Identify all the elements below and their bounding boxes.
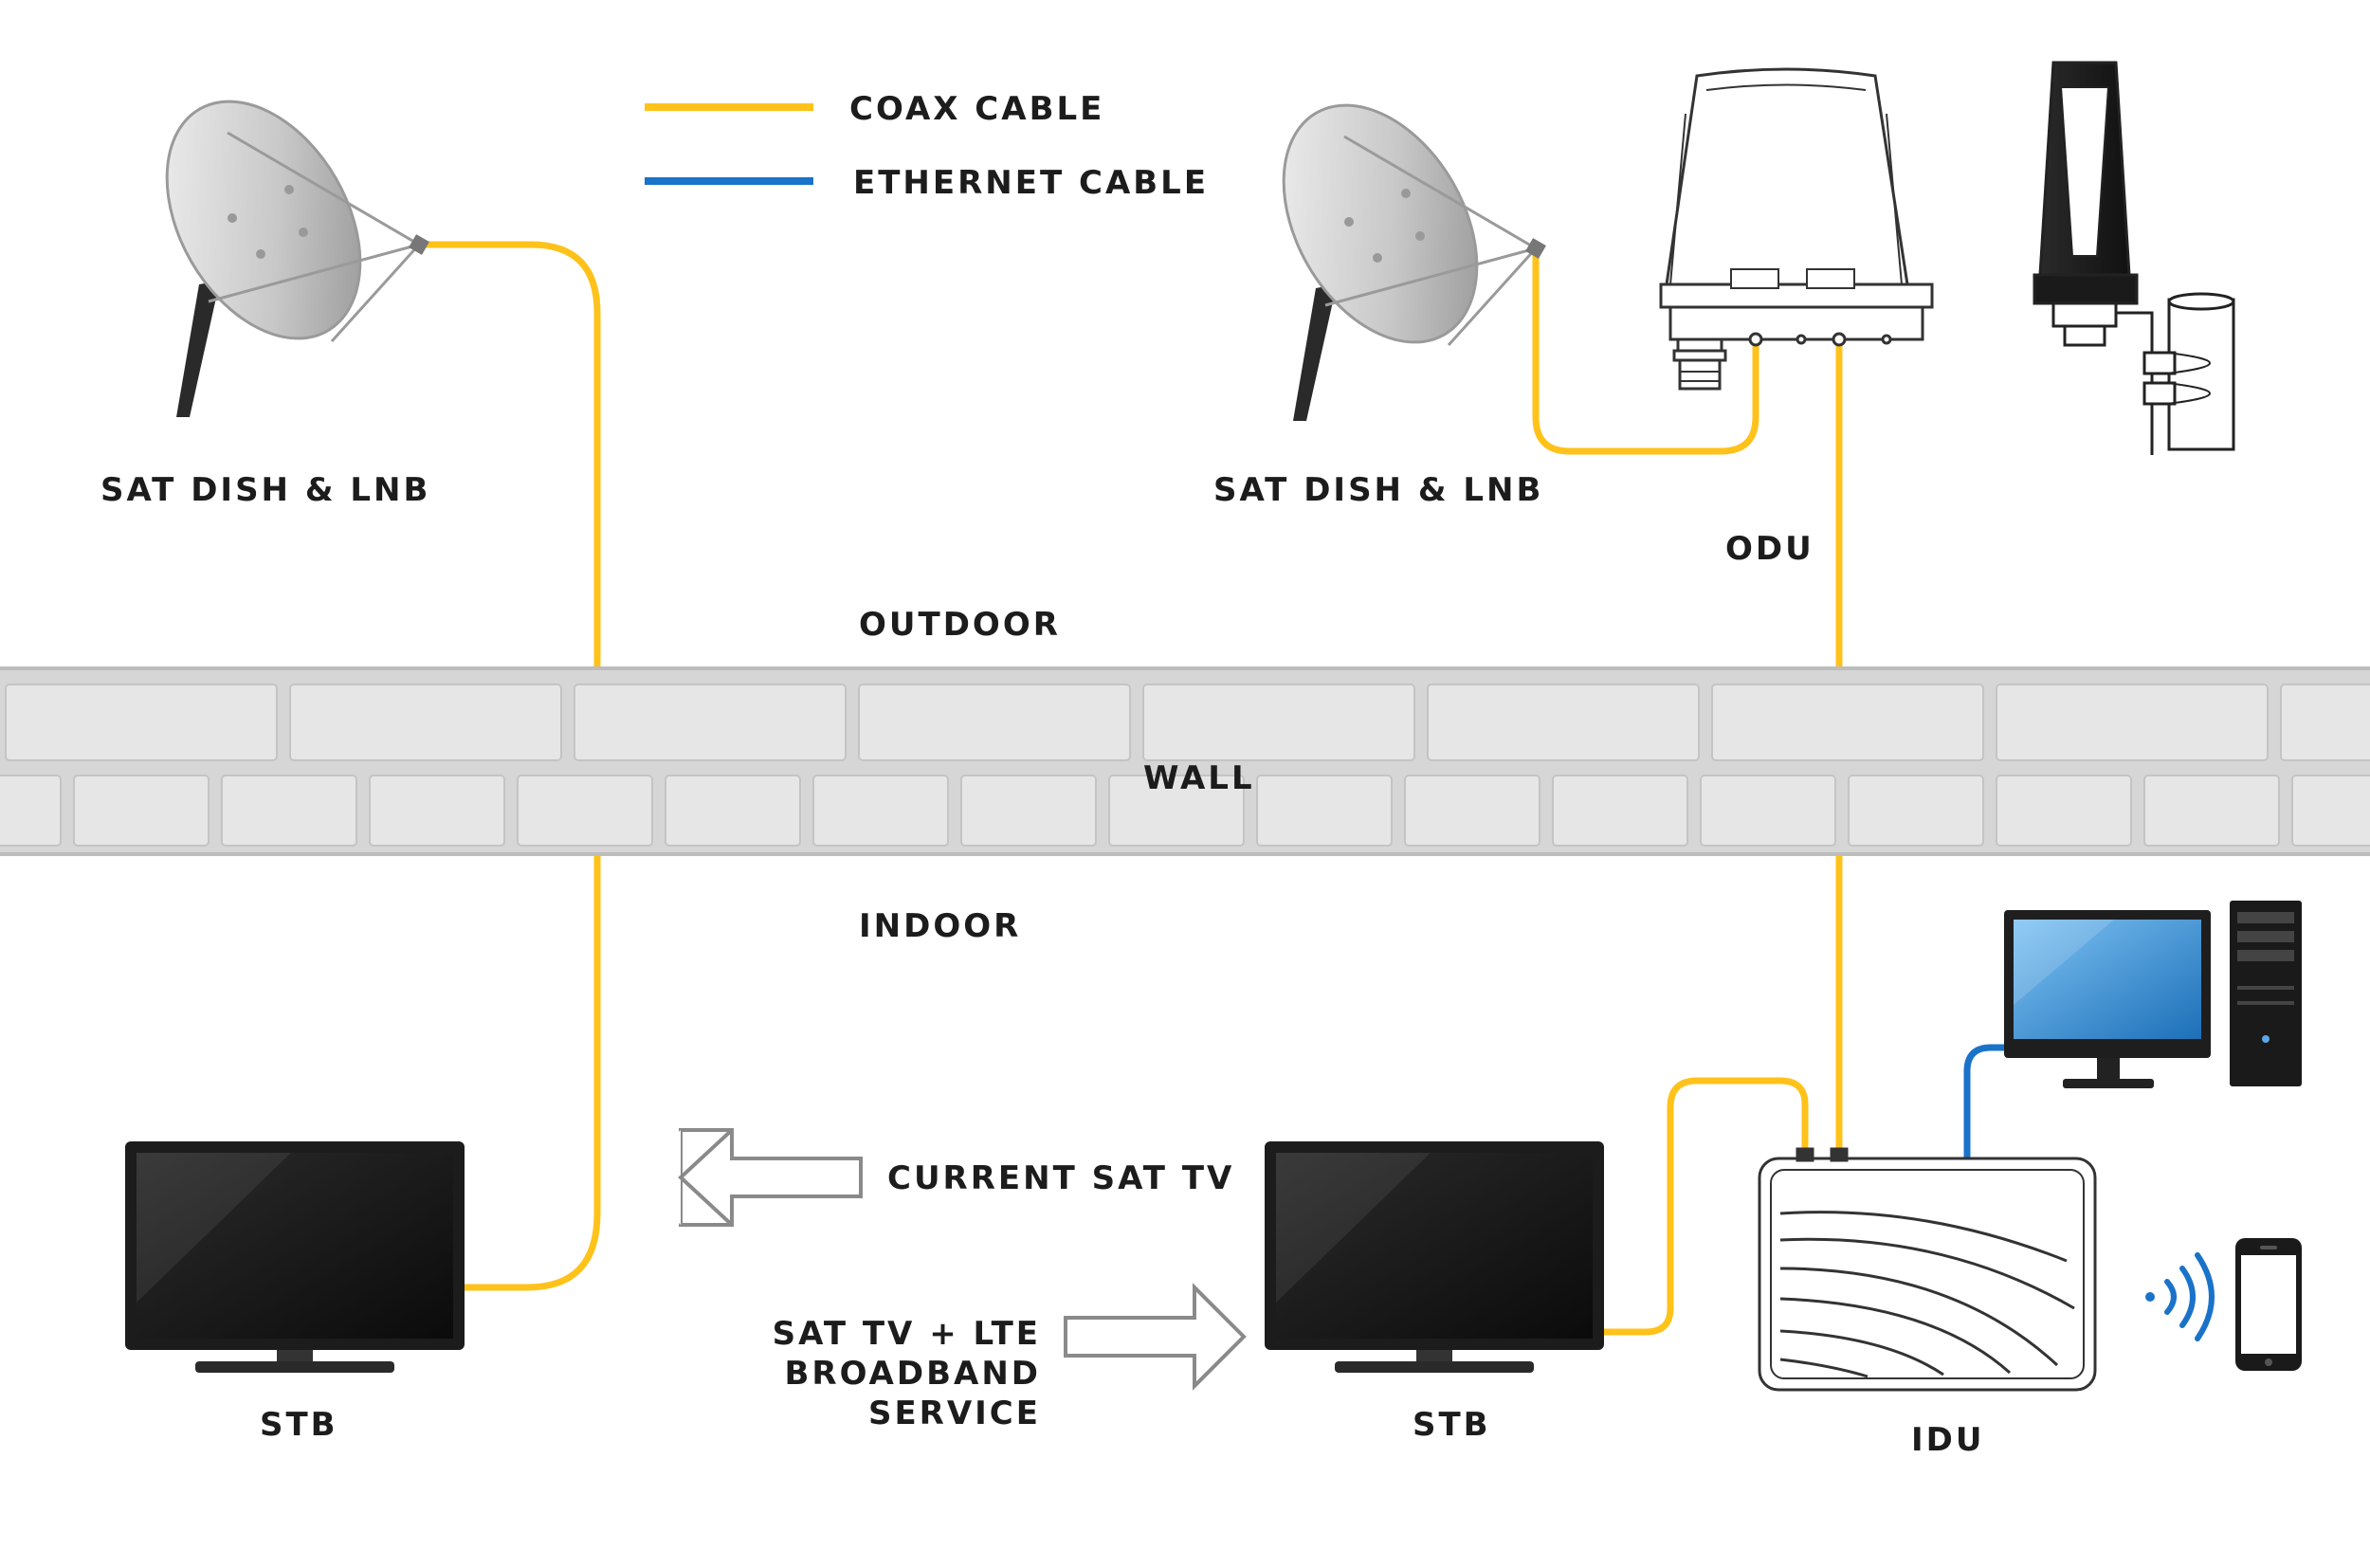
wall-brick bbox=[812, 775, 949, 847]
current-sat-tv-label: CURRENT SAT TV bbox=[887, 1159, 1234, 1197]
wall-brick bbox=[1996, 684, 2269, 761]
coax-cable-dish-odu bbox=[1532, 245, 1759, 455]
wall-brick bbox=[1427, 684, 1700, 761]
wall-brick bbox=[1711, 684, 1984, 761]
sat-tv-lte-label-line1: SAT TV + LTE bbox=[773, 1315, 1041, 1353]
wall-brick bbox=[1700, 775, 1836, 847]
wall bbox=[0, 666, 2370, 856]
wall-brick bbox=[0, 775, 62, 847]
wall-brick bbox=[5, 684, 278, 761]
wall-brick bbox=[1848, 775, 1984, 847]
wall-brick bbox=[369, 775, 505, 847]
odu-label: ODU bbox=[1725, 530, 1814, 568]
satellite-dish-icon bbox=[165, 100, 429, 417]
wifi-signal-icon bbox=[2145, 1252, 2215, 1341]
wall-brick bbox=[2291, 775, 2370, 847]
legend-coax-label: COAX CABLE bbox=[849, 90, 1104, 128]
outdoor-label: OUTDOOR bbox=[859, 606, 1061, 644]
television-icon bbox=[1265, 1141, 1604, 1373]
arrow-current-sat-tv bbox=[633, 1128, 863, 1227]
sat-tv-lte-label-line2: BROADBAND bbox=[784, 1355, 1041, 1393]
wall-brick bbox=[73, 775, 210, 847]
wall-brick bbox=[1256, 775, 1393, 847]
right-tv-label: STB bbox=[1413, 1406, 1491, 1444]
smartphone-icon bbox=[2235, 1238, 2302, 1371]
wall-brick bbox=[1404, 775, 1540, 847]
desktop-computer-icon bbox=[2004, 901, 2302, 1088]
arrow-sat-tv-lte bbox=[1064, 1283, 1247, 1391]
idu-router-icon bbox=[1758, 1147, 2097, 1392]
satellite-dish-icon bbox=[1282, 103, 1546, 421]
pole-mount-antenna-icon bbox=[2033, 61, 2235, 455]
wall-brick bbox=[574, 684, 847, 761]
sat-tv-lte-label-line3: SERVICE bbox=[868, 1395, 1041, 1432]
legend: COAX CABLE ETHERNET CABLE bbox=[645, 90, 1209, 202]
wall-brick bbox=[1996, 775, 2132, 847]
idu-label: IDU bbox=[1911, 1421, 1984, 1459]
wall-brick bbox=[960, 775, 1097, 847]
wall-brick bbox=[1142, 684, 1415, 761]
wall-brick bbox=[289, 684, 562, 761]
wall-brick bbox=[1552, 775, 1688, 847]
ethernet-cable-idu-pc bbox=[1963, 1044, 2012, 1162]
wall-brick bbox=[221, 775, 357, 847]
left-dish-label: SAT DISH & LNB bbox=[100, 471, 430, 509]
wall-label: WALL bbox=[1143, 759, 1255, 797]
coax-cable-idu-tv bbox=[1598, 1077, 1809, 1336]
wall-brick bbox=[1108, 775, 1245, 847]
wall-brick bbox=[858, 684, 1131, 761]
wall-brick bbox=[2143, 775, 2280, 847]
wall-brick bbox=[517, 775, 653, 847]
odu-unit-icon bbox=[1659, 67, 1934, 391]
legend-ethernet-label: ETHERNET CABLE bbox=[853, 164, 1209, 202]
indoor-label: INDOOR bbox=[859, 907, 1021, 945]
television-icon bbox=[125, 1141, 465, 1373]
wall-brick bbox=[665, 775, 801, 847]
wall-brick bbox=[2280, 684, 2370, 761]
right-dish-label: SAT DISH & LNB bbox=[1213, 471, 1543, 509]
left-tv-label: STB bbox=[260, 1406, 338, 1444]
